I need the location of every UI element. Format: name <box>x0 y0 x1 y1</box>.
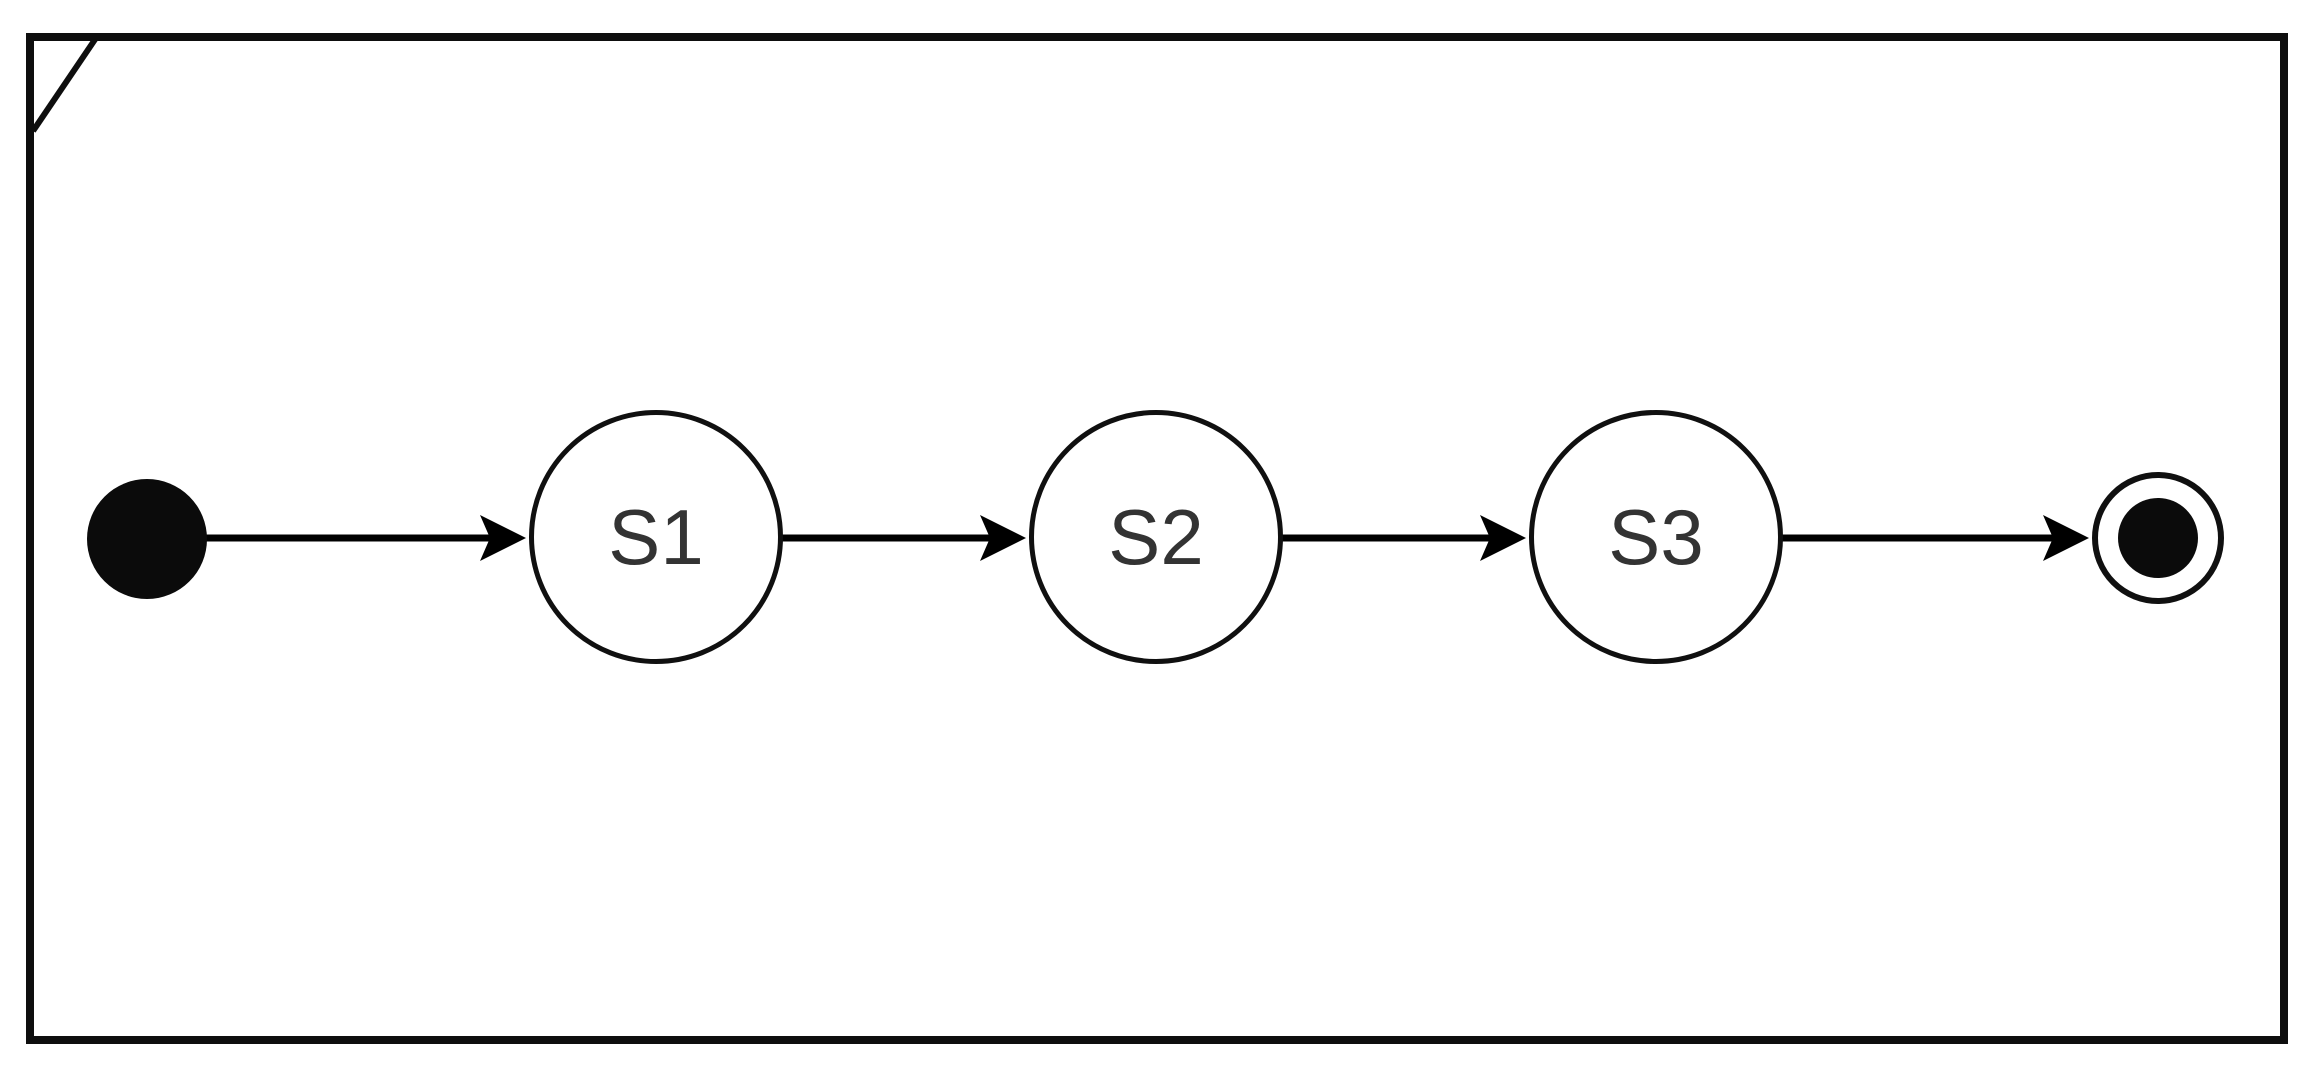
arrowhead-icon <box>2043 515 2089 561</box>
transition-arrow-s1-s2 <box>781 515 1026 561</box>
state-label-s3: S3 <box>1608 493 1704 581</box>
frame-corner-notch-line <box>30 36 99 133</box>
state-node-s1: S1 <box>529 410 783 664</box>
transition-arrow-initial-s1 <box>204 515 526 561</box>
state-label-s1: S1 <box>608 493 704 581</box>
state-label-s2: S2 <box>1108 493 1204 581</box>
arrowhead-icon <box>1480 515 1526 561</box>
initial-state-node <box>87 479 207 599</box>
state-node-s2: S2 <box>1029 410 1283 664</box>
final-state-inner-dot <box>2118 498 2198 578</box>
state-node-s3: S3 <box>1529 410 1783 664</box>
final-state-node <box>2092 472 2224 604</box>
arrowhead-icon <box>980 515 1026 561</box>
arrowhead-icon <box>480 515 526 561</box>
transition-arrow-s3-final <box>1781 515 2089 561</box>
diagram-frame-border <box>26 33 2288 1044</box>
transition-arrow-s2-s3 <box>1281 515 1526 561</box>
